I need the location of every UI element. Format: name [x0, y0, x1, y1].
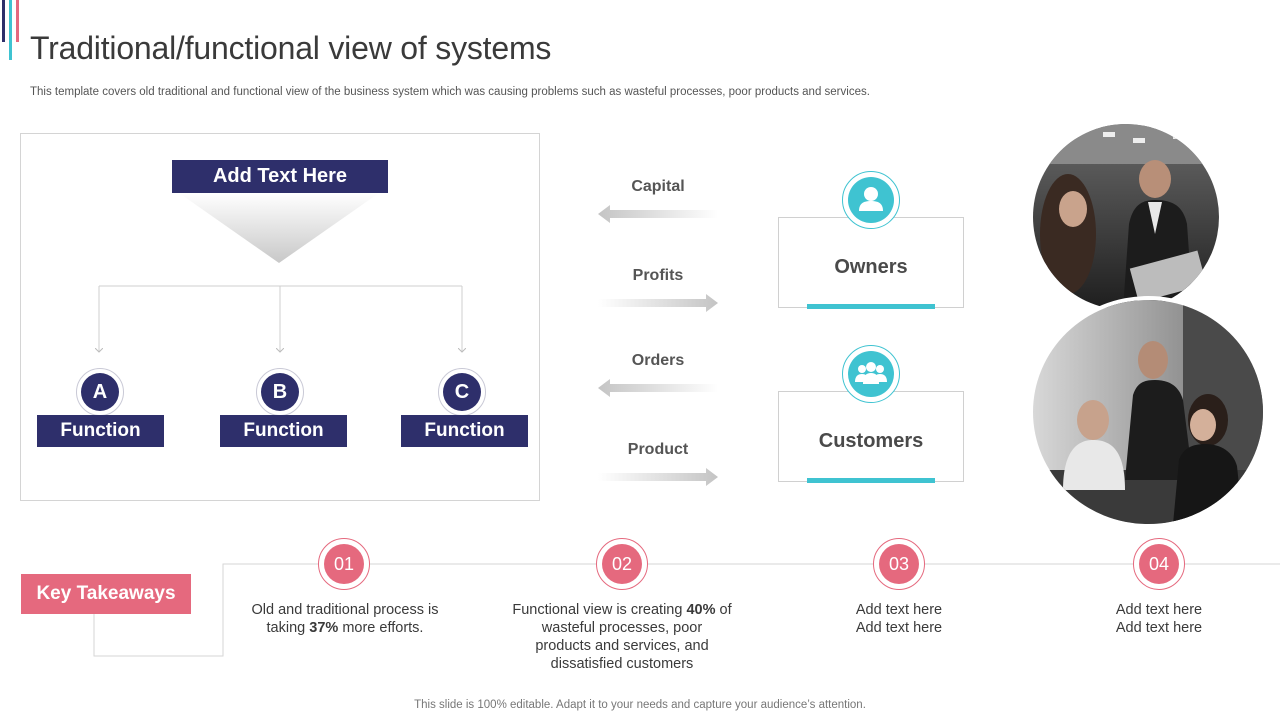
- customers-box[interactable]: Customers: [778, 391, 964, 483]
- accent-bar-pink: [16, 0, 19, 42]
- customers-icon-ring: [842, 345, 900, 403]
- takeaway-text-02: Functional view is creating 40% of waste…: [512, 602, 732, 672]
- node-b-function[interactable]: Function: [220, 415, 347, 447]
- node-c-function[interactable]: Function: [401, 415, 528, 447]
- customers-accent-bar: [807, 478, 935, 483]
- takeaway-text-03: Add text here Add text here: [855, 602, 943, 636]
- accent-bar-teal: [9, 0, 12, 60]
- function-diagram: Add Text Here A Function B Function C Fu…: [20, 133, 540, 501]
- head-text-box[interactable]: Add Text Here: [172, 160, 388, 193]
- takeaway-number-01: 01: [318, 538, 370, 590]
- node-c-letter: C: [443, 373, 481, 411]
- key-takeaways-badge[interactable]: Key Takeaways: [21, 574, 191, 614]
- owners-icon-ring: [842, 171, 900, 229]
- takeaway-number-03: 03: [873, 538, 925, 590]
- flow-label-capital: Capital: [631, 178, 685, 195]
- funnel-shape: [179, 193, 379, 263]
- photo-team-discussion: [1029, 296, 1267, 528]
- node-b-circle: B: [256, 368, 304, 416]
- arrow-left-icon: [598, 379, 718, 397]
- takeaway-text-01: Old and traditional process is taking 37…: [251, 602, 439, 636]
- flow-label-product: Product: [627, 441, 689, 458]
- page-title: Traditional/functional view of systems: [30, 30, 552, 66]
- customers-label: Customers: [818, 430, 924, 452]
- users-group-icon: [848, 351, 894, 397]
- accent-bar-navy: [2, 0, 5, 42]
- page-subtitle: This template covers old traditional and…: [30, 86, 870, 98]
- owners-label: Owners: [834, 256, 908, 278]
- footer-note: This slide is 100% editable. Adapt it to…: [414, 699, 866, 711]
- node-a-function[interactable]: Function: [37, 415, 164, 447]
- owners-box[interactable]: Owners: [778, 217, 964, 309]
- takeaways-connector: [93, 563, 1280, 657]
- node-a-letter: A: [81, 373, 119, 411]
- flow-label-orders: Orders: [631, 352, 685, 369]
- takeaway-text-04: Add text here Add text here: [1115, 602, 1203, 636]
- arrow-left-icon: [598, 205, 718, 223]
- arrow-right-icon: [598, 294, 718, 312]
- flow-label-profits: Profits: [632, 267, 684, 284]
- photo-business-meeting: [1029, 120, 1223, 314]
- takeaway-number-02: 02: [596, 538, 648, 590]
- node-c-circle: C: [438, 368, 486, 416]
- takeaway-number-04: 04: [1133, 538, 1185, 590]
- diagram-connectors: [21, 285, 541, 502]
- owners-accent-bar: [807, 304, 935, 309]
- user-icon: [848, 177, 894, 223]
- node-a-circle: A: [76, 368, 124, 416]
- node-b-letter: B: [261, 373, 299, 411]
- arrow-right-icon: [598, 468, 718, 486]
